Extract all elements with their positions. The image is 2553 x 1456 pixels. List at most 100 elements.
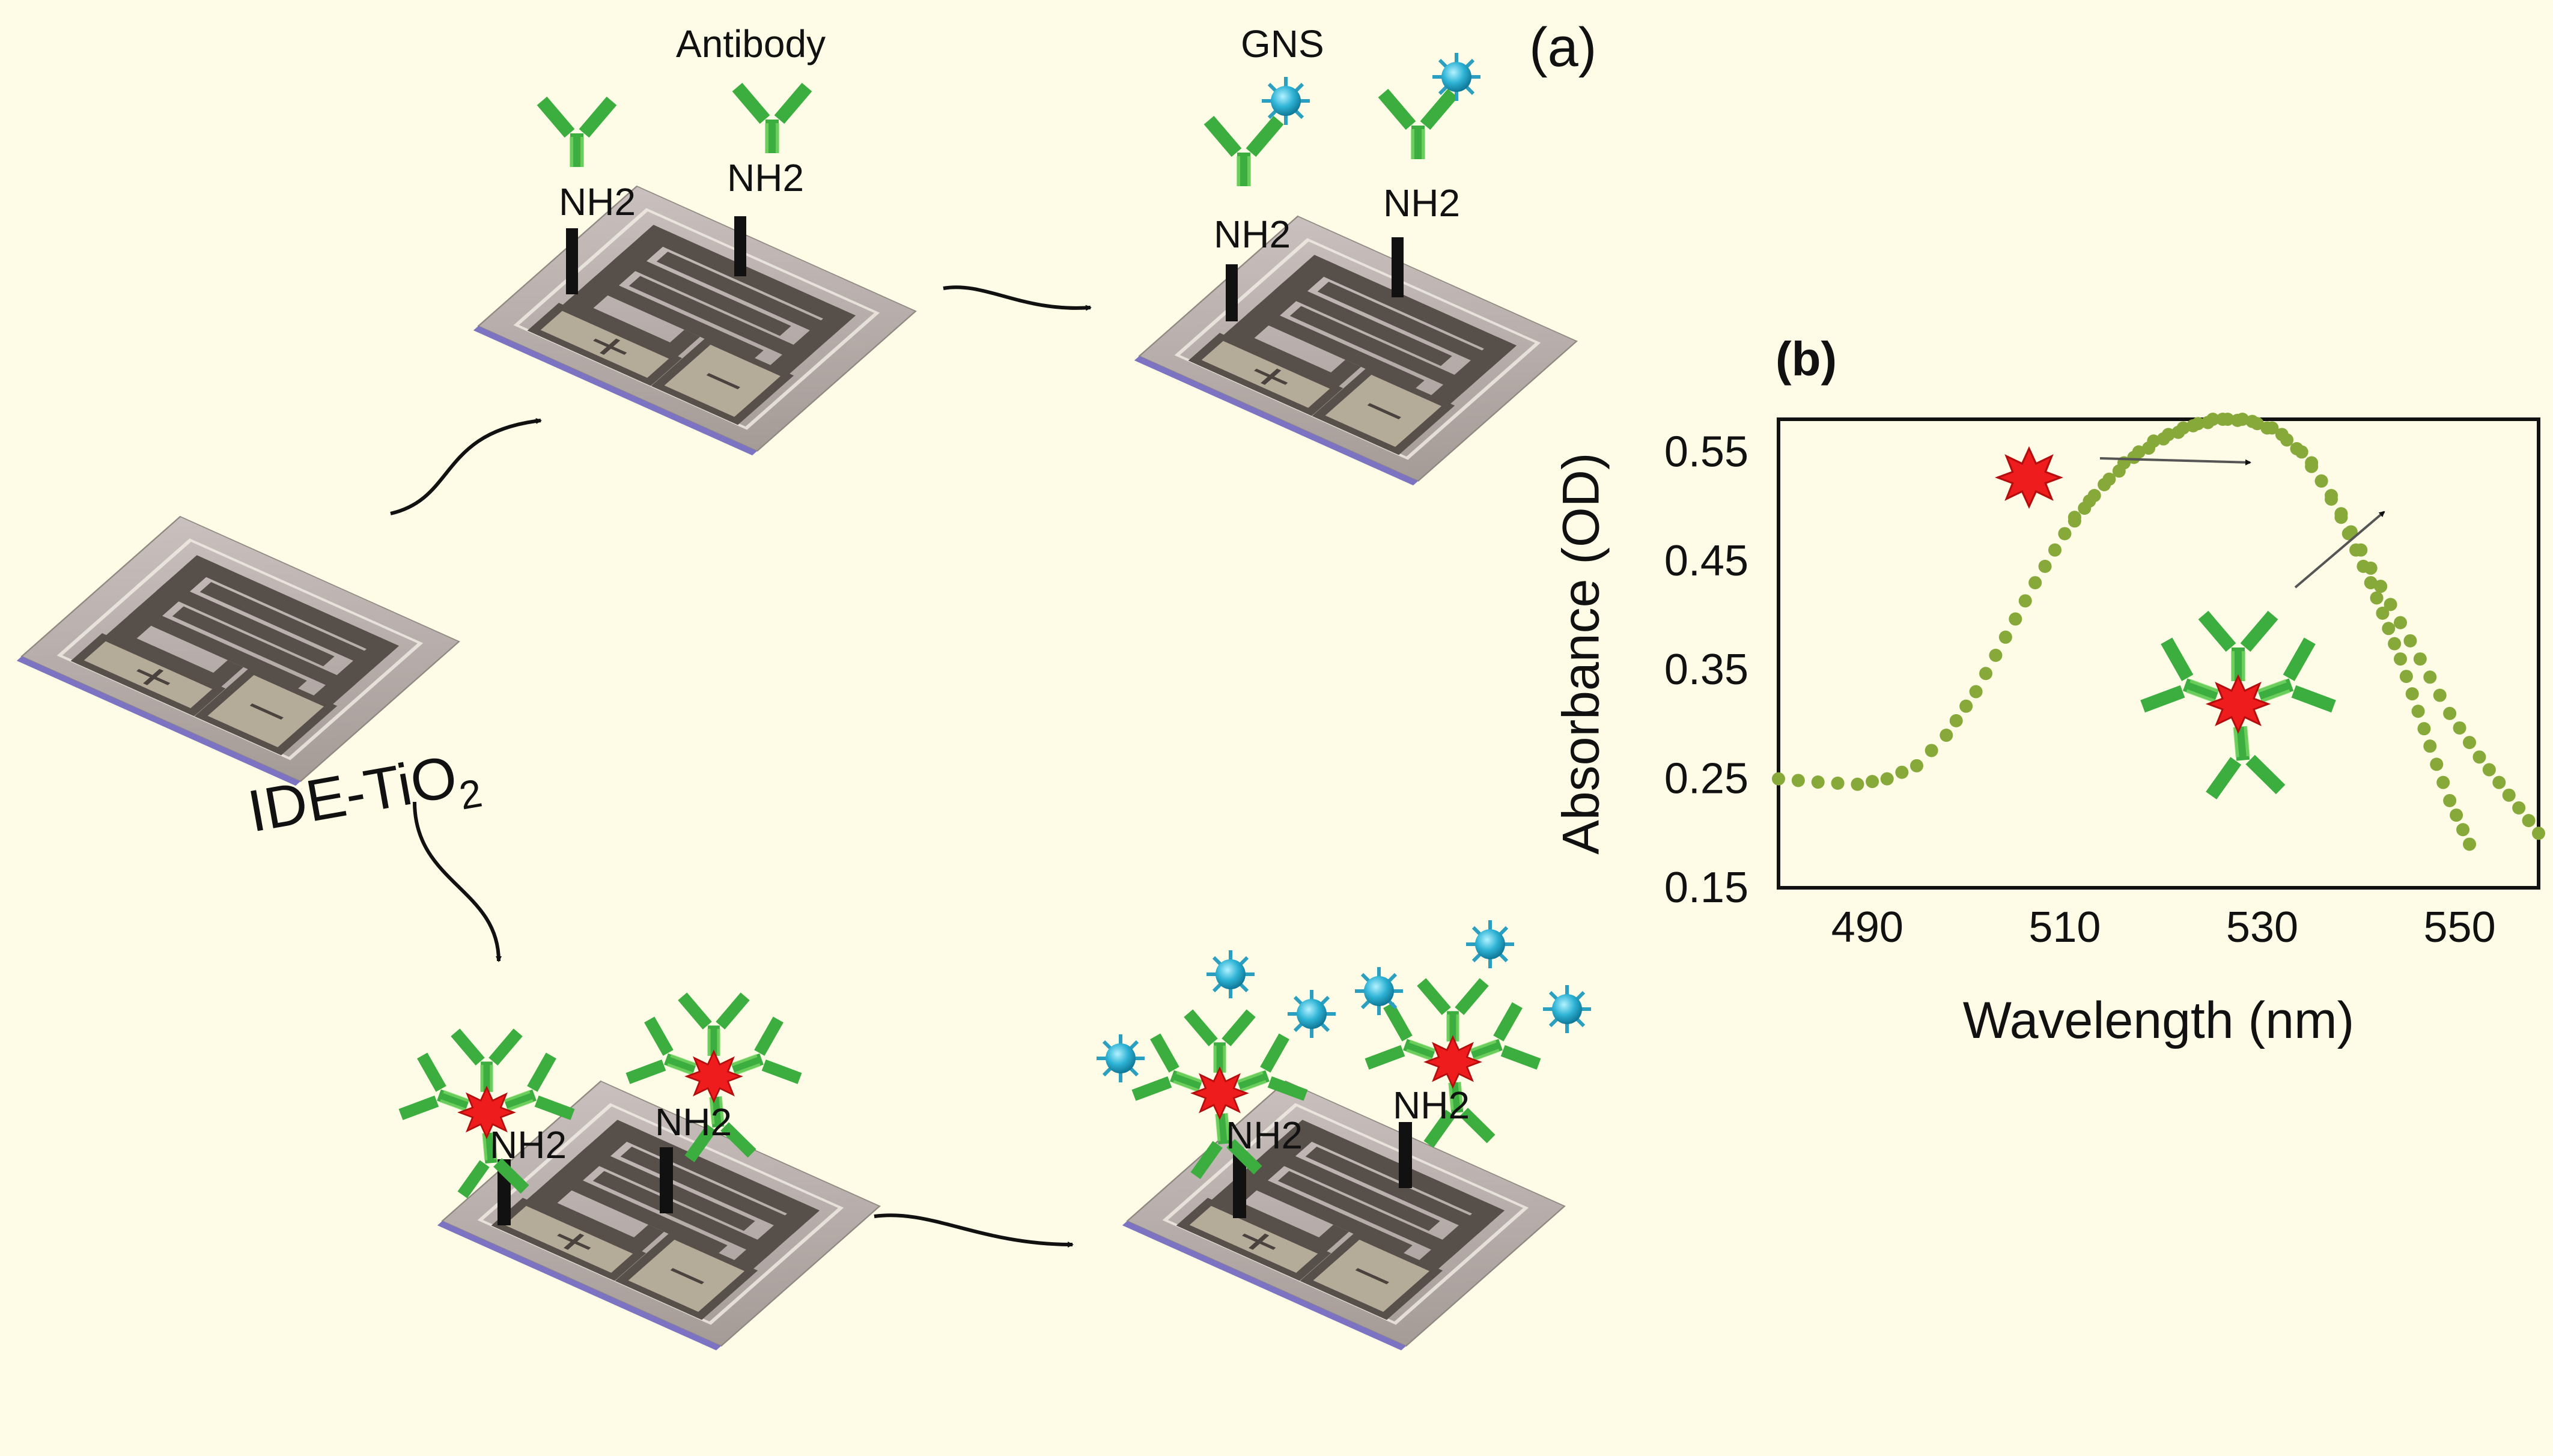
arrow-to-gns	[943, 285, 1092, 311]
nh2-label: NH2	[655, 1100, 732, 1144]
series-0	[1772, 413, 2545, 840]
linker	[1226, 264, 1238, 321]
annotations	[1996, 447, 2385, 796]
data-point	[2423, 670, 2437, 684]
data-point	[2384, 598, 2397, 611]
gns-particle	[1466, 920, 1514, 968]
gns-particle	[1543, 985, 1591, 1033]
chip-sandwich: NH2 NH2	[1097, 920, 1591, 1350]
x-tick-labels: 490 510 530 550	[1831, 903, 2496, 951]
y-tick-label: 0.55	[1664, 428, 1748, 476]
arrow-to-sandwich	[874, 1213, 1074, 1248]
ide-tio2-substrate	[17, 517, 459, 786]
y-tick-label: 0.35	[1664, 646, 1748, 694]
data-point	[2357, 559, 2370, 573]
nh2-label: NH2	[1226, 1114, 1303, 1157]
antibody	[1209, 120, 1279, 186]
gns-particle	[1355, 967, 1403, 1015]
nh2-label: NH2	[1214, 213, 1291, 256]
data-point	[2112, 464, 2126, 478]
pointer-arrow	[2099, 457, 2251, 466]
data-point	[2502, 788, 2516, 802]
data-point	[2463, 837, 2476, 851]
data-point	[2201, 416, 2215, 429]
data-point	[2334, 511, 2348, 524]
data-point	[2245, 414, 2259, 428]
linker	[1233, 1152, 1246, 1218]
y-tick-label: 0.25	[1664, 755, 1748, 803]
data-point	[1998, 630, 2012, 644]
data-point	[1925, 744, 1938, 757]
data-point	[2028, 576, 2042, 590]
nh2-label: NH2	[1383, 181, 1460, 225]
data-point	[2492, 775, 2506, 789]
data-point	[1880, 772, 1894, 786]
target-antibody-complex	[2143, 615, 2334, 795]
data-point	[2018, 594, 2032, 608]
data-point	[1910, 759, 1923, 772]
data-point	[2083, 494, 2096, 508]
flow-arrows	[390, 285, 1092, 1248]
x-tick-label: 510	[2028, 903, 2101, 951]
data-point	[1791, 774, 1805, 787]
data-point	[2275, 428, 2289, 441]
x-tick-label: 490	[1831, 903, 1903, 951]
data-point	[2127, 450, 2141, 464]
data-point	[2394, 652, 2407, 666]
data-point	[2171, 425, 2185, 439]
x-axis-label: Wavelength (nm)	[1963, 992, 2355, 1049]
data-point	[2156, 432, 2170, 446]
y-tick-label: 0.15	[1664, 864, 1748, 912]
data-point	[1969, 685, 1983, 699]
chip-antibody: NH2 NH2	[473, 87, 916, 455]
linker	[660, 1147, 673, 1213]
gns-particle	[1097, 1034, 1145, 1082]
data-point	[2009, 612, 2022, 626]
plot-area	[1777, 417, 2540, 890]
data-point	[2142, 441, 2156, 455]
data-point	[1772, 772, 1785, 786]
data-point	[2325, 493, 2338, 506]
linker	[1392, 237, 1404, 297]
gns-particle	[1207, 950, 1255, 998]
linker	[1399, 1122, 1412, 1188]
y-axis-label: Absorbance (OD)	[1553, 452, 1610, 854]
data-point	[2260, 421, 2274, 435]
data-point	[2364, 576, 2378, 590]
panel-b-label: (b)	[1776, 332, 1837, 386]
data-point	[2349, 543, 2363, 557]
data-point	[2403, 634, 2417, 648]
data-point	[1811, 775, 1825, 789]
data-point	[2472, 750, 2486, 764]
data-point	[2038, 559, 2052, 573]
linker	[566, 228, 578, 294]
data-point	[2216, 413, 2230, 426]
data-point	[2382, 622, 2396, 635]
data-point	[2512, 801, 2526, 814]
series-layer	[1772, 413, 2545, 851]
absorbance-chart: 490 510 530 550 0.15 0.25 0.35 0.45 0.55 Wavele…	[1553, 413, 2545, 1049]
y-tick-labels: 0.15 0.25 0.35 0.45 0.55	[1664, 428, 1748, 912]
data-point	[2443, 706, 2457, 720]
x-tick-label: 550	[2424, 903, 2496, 951]
data-point	[2186, 419, 2200, 432]
gns-particle	[1432, 53, 1480, 101]
data-point	[2456, 823, 2470, 837]
data-point	[1851, 777, 1864, 791]
data-point	[2436, 775, 2450, 789]
y-tick-label: 0.45	[1664, 537, 1748, 585]
data-point	[2068, 511, 2081, 524]
x-tick-label: 530	[2226, 903, 2298, 951]
data-point	[2453, 721, 2466, 735]
data-point	[2388, 637, 2402, 651]
pointer-arrow	[2294, 511, 2385, 589]
data-point	[2405, 687, 2419, 701]
data-point	[2423, 739, 2437, 753]
nh2-label: NH2	[490, 1123, 567, 1166]
antibody-label: Antibody	[676, 22, 826, 65]
nh2-label: NH2	[727, 156, 804, 199]
chip-complex: NH2 NH2	[401, 996, 880, 1350]
data-point	[1949, 714, 1963, 727]
linker	[734, 216, 746, 276]
series-1	[2068, 413, 2476, 851]
